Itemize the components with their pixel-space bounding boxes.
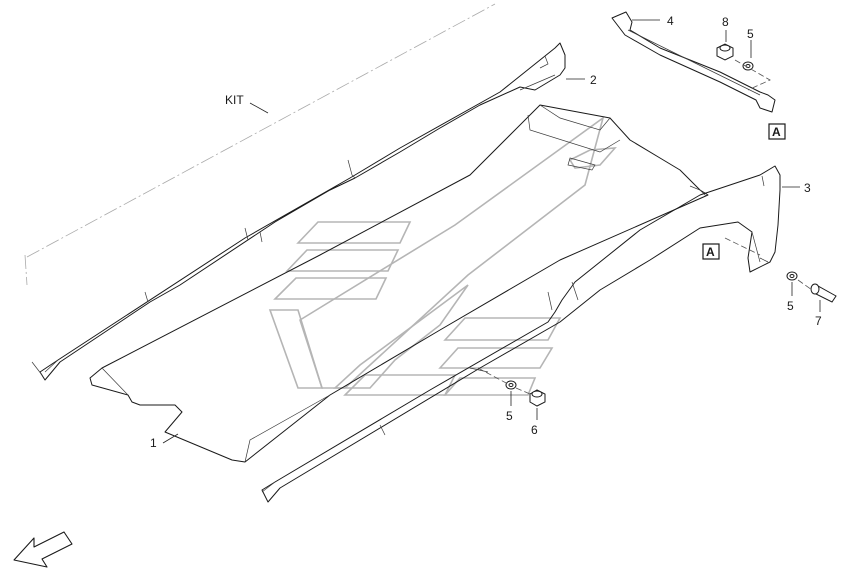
part-1-cover-panel bbox=[89, 104, 709, 463]
detail-ref-box-side: A bbox=[702, 243, 720, 260]
part-3-right-side-rail bbox=[261, 165, 781, 503]
callout-3: 3 bbox=[804, 181, 811, 195]
hardware-bolt-right bbox=[810, 283, 837, 303]
callout-5-right: 5 bbox=[787, 299, 794, 313]
assembly-axis-right bbox=[724, 237, 813, 291]
hardware-nut-bottom bbox=[529, 389, 546, 407]
kit-label: KIT bbox=[225, 93, 244, 107]
assembly-axis-top bbox=[734, 59, 771, 91]
detail-ref-box-top: A bbox=[768, 123, 786, 140]
assembly-axis-bottom bbox=[477, 367, 531, 395]
kit-boundary-outline bbox=[24, 3, 496, 286]
callout-1: 1 bbox=[150, 436, 157, 450]
part-4-support-strap bbox=[611, 11, 776, 113]
detail-ref-side-label: A bbox=[706, 245, 715, 259]
leader-1 bbox=[162, 433, 179, 444]
brand-logo-watermark bbox=[268, 116, 617, 396]
part-2-left-side-rail bbox=[31, 42, 566, 381]
callout-7: 7 bbox=[815, 314, 822, 328]
hardware-nut-top bbox=[716, 43, 734, 61]
callout-4: 4 bbox=[667, 14, 674, 28]
hardware-washer-right bbox=[786, 271, 798, 281]
direction-arrow-icon bbox=[13, 531, 73, 568]
callout-6: 6 bbox=[531, 423, 538, 437]
kit-leader-line bbox=[249, 102, 269, 114]
hardware-washer-bottom bbox=[505, 380, 517, 390]
callout-8: 8 bbox=[722, 15, 729, 29]
hardware-washer-top bbox=[742, 61, 754, 71]
callout-5-top: 5 bbox=[747, 27, 754, 41]
callout-5-bottom: 5 bbox=[506, 409, 513, 423]
detail-ref-top-label: A bbox=[772, 125, 781, 139]
callout-2: 2 bbox=[590, 73, 597, 87]
